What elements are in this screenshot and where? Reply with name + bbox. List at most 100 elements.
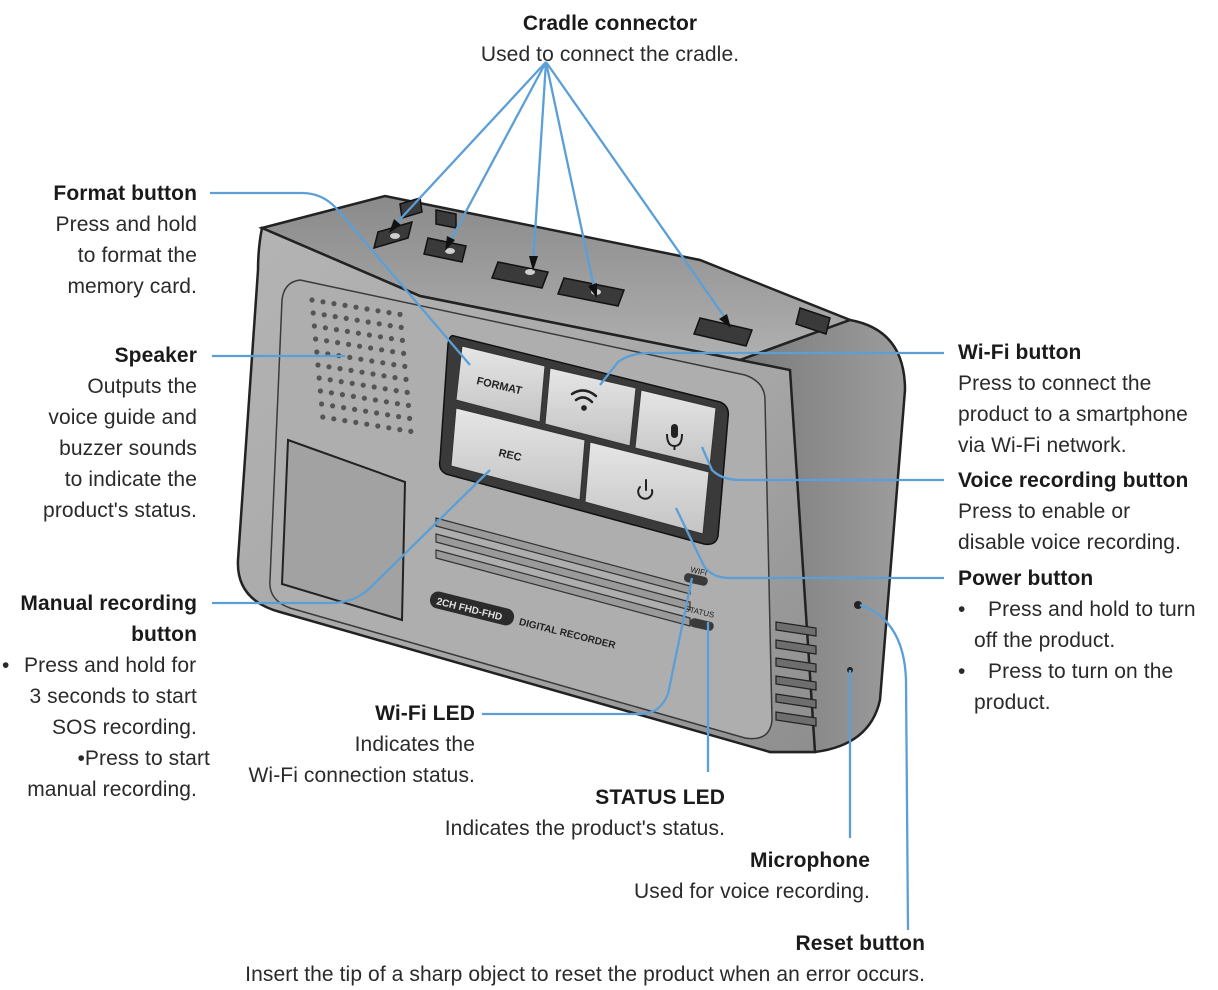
speaker-hole (311, 323, 317, 329)
speaker-hole (359, 369, 365, 375)
wifi-button-label: Wi-Fi button Press to connect the produc… (958, 337, 1216, 461)
speaker-hole (346, 341, 352, 347)
speaker-hole (342, 418, 348, 424)
format-key (455, 345, 546, 423)
speaker-hole (369, 358, 375, 364)
bullet-icon: • (958, 598, 966, 621)
speaker-hole (381, 373, 387, 379)
button-block (438, 334, 730, 546)
leader-lines (210, 61, 944, 931)
speaker-hole (391, 362, 397, 368)
speaker-hole (331, 416, 337, 422)
speaker-hole (350, 393, 356, 399)
speaker-hole (374, 410, 380, 416)
speaker-hole (365, 319, 371, 325)
voice-button-title: Voice recording button (958, 469, 1189, 492)
speaker-hole (352, 406, 358, 412)
speaker-hole (337, 366, 343, 372)
speaker-hole (330, 403, 336, 409)
speaker-hole (388, 336, 394, 342)
status-led-desc: Indicates the product's status. (444, 817, 725, 840)
wifi-key (544, 367, 637, 447)
speaker-hole (321, 312, 327, 318)
speaker-hole (349, 380, 355, 386)
speaker-hole (402, 363, 408, 369)
microphone-desc: Used for voice recording. (634, 880, 870, 903)
speaker-hole (366, 332, 372, 338)
speaker-hole (376, 321, 382, 327)
reset-title: Reset button (795, 932, 925, 955)
reset-hole (854, 601, 862, 609)
cradle-desc: Used to connect the cradle. (480, 43, 740, 66)
speaker-hole (382, 386, 388, 392)
speaker-hole (319, 401, 325, 407)
speaker-hole (375, 308, 381, 314)
bullet-icon: • (958, 660, 966, 683)
speaker-hole (394, 401, 400, 407)
speaker-hole (343, 315, 349, 321)
speaker-hole (364, 306, 370, 312)
speaker-hole (328, 390, 334, 396)
rec-key-label: REC (497, 447, 522, 464)
speaker-hole (386, 425, 392, 431)
speaker-hole (322, 325, 328, 331)
speaker-hole (341, 405, 347, 411)
speaker-hole (361, 395, 367, 401)
manual-title-1: Manual recording (20, 592, 197, 615)
speaker-hole (316, 375, 322, 381)
speaker-hole (313, 336, 319, 342)
speaker-hole (338, 379, 344, 385)
speaker-hole (342, 302, 348, 308)
speaker-hole (399, 337, 405, 343)
speaker-hole (407, 415, 413, 421)
status-led-title: STATUS LED (595, 786, 725, 809)
power-icon (637, 479, 654, 500)
side-vents (775, 621, 817, 727)
speaker-hole (383, 399, 389, 405)
status-led-label: STATUS LED Indicates the product's statu… (380, 782, 725, 844)
speaker-hole (326, 364, 332, 370)
device-window (280, 438, 407, 622)
format-button-label: Format button Press and hold to format t… (0, 178, 197, 302)
cradle-connector-label: Cradle connector Used to connect the cra… (440, 8, 780, 70)
speaker-hole (314, 349, 320, 355)
power-button-title: Power button (958, 567, 1094, 590)
speaker-hole (324, 338, 330, 344)
speaker-hole (393, 388, 399, 394)
microphone-icon (666, 424, 683, 450)
speaker-hole (385, 412, 391, 418)
wifi-led-text: WIFI (690, 565, 708, 578)
speaker-hole (320, 414, 326, 420)
speaker-hole (370, 371, 376, 377)
microphone-title: Microphone (750, 849, 870, 872)
microphone-label: Microphone Used for voice recording. (560, 845, 870, 907)
speaker-hole (401, 350, 407, 356)
speaker-hole (392, 375, 398, 381)
speaker-title: Speaker (114, 344, 197, 367)
speaker-hole (315, 362, 321, 368)
wifi-button-title: Wi-Fi button (958, 341, 1082, 364)
speaker-hole (354, 317, 360, 323)
speaker-hole (357, 343, 363, 349)
speaker-hole (309, 297, 315, 303)
speaker-hole (396, 414, 402, 420)
speaker-hole (386, 310, 392, 316)
speaker-hole (379, 347, 385, 353)
speaker-hole (327, 377, 333, 383)
speaker-hole (320, 299, 326, 305)
wifi-led-label: Wi-Fi LED Indicates the Wi-Fi connection… (220, 698, 475, 791)
speaker-hole (397, 427, 403, 433)
speaker-hole (371, 384, 377, 390)
speaker-hole (403, 376, 409, 382)
speaker-label: Speaker Outputs the voice guide and buzz… (0, 340, 197, 526)
vent-slots (435, 517, 691, 627)
voice-recording-button-label: Voice recording button Press to enable o… (958, 465, 1216, 558)
speaker-hole (353, 304, 359, 310)
speaker-hole (377, 334, 383, 340)
speaker-hole (353, 419, 359, 425)
bullet-icon: • (2, 654, 10, 677)
speaker-hole (397, 311, 403, 317)
speaker-hole (390, 349, 396, 355)
